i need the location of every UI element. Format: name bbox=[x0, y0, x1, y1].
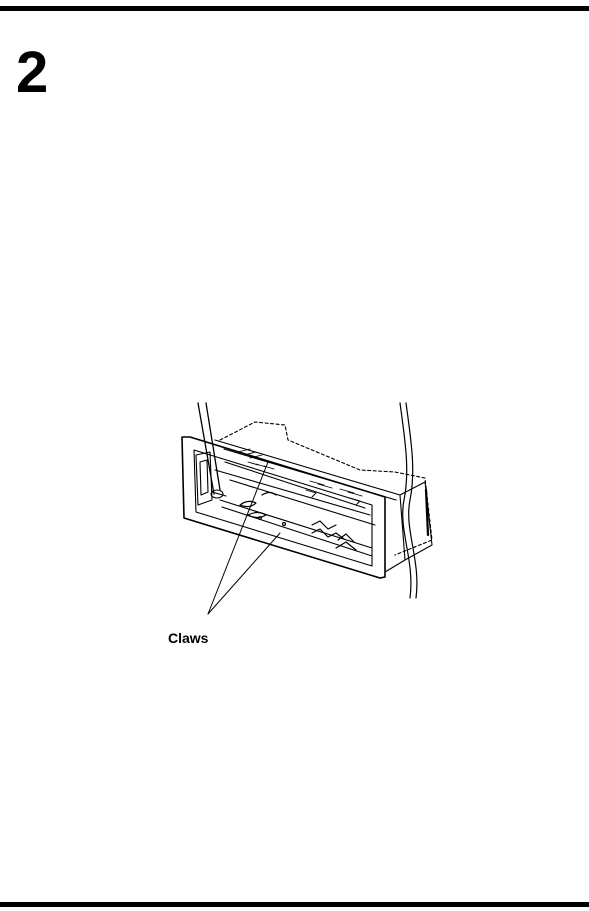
left-clip bbox=[195, 451, 213, 506]
claw-leader-1 bbox=[207, 461, 269, 615]
claw-leader-2 bbox=[207, 532, 281, 615]
front-frame-outer bbox=[181, 436, 386, 579]
bottom-rule bbox=[0, 902, 589, 907]
step-number: 2 bbox=[16, 40, 48, 105]
bracket-removal-illustration bbox=[181, 402, 433, 615]
floor-cutouts bbox=[239, 491, 357, 551]
top-rule bbox=[0, 6, 589, 11]
sleeve-right bbox=[384, 494, 406, 573]
claws-label: Claws bbox=[168, 630, 209, 646]
panel-edge bbox=[399, 402, 412, 599]
front-frame-inner bbox=[193, 449, 373, 567]
sleeve-top bbox=[214, 439, 426, 496]
vent-holes-top bbox=[237, 448, 363, 506]
screwdriver bbox=[197, 402, 221, 495]
